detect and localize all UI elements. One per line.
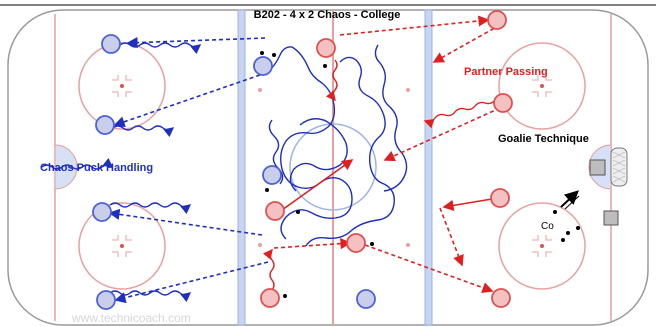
red-skating-lines — [262, 59, 496, 291]
red-players — [260, 10, 513, 308]
rink-boards — [7, 9, 649, 326]
neutral-dot — [406, 243, 410, 247]
player-red — [487, 10, 507, 30]
coach-icon — [560, 190, 579, 208]
center-circle — [289, 123, 377, 211]
goalie-technique-label: Goalie Technique — [498, 133, 589, 145]
goalie-square — [589, 159, 606, 176]
blue-players — [92, 34, 376, 310]
player-blue — [356, 289, 376, 309]
goal-net-icon — [610, 147, 628, 187]
player-blue — [262, 165, 282, 185]
player-red — [491, 288, 511, 308]
player-red — [490, 188, 510, 208]
chaos-puck-handling-label: Chaos Puck Handling — [40, 162, 153, 174]
blue-line-left — [237, 9, 246, 326]
watermark: www.technicoach.com — [71, 311, 191, 325]
player-red — [260, 288, 280, 308]
player-red — [493, 93, 513, 113]
blue-line-right — [424, 9, 433, 326]
player-blue — [95, 115, 115, 135]
neutral-dot — [258, 88, 262, 92]
faceoff-circle-right-top — [498, 42, 586, 130]
player-red — [265, 201, 285, 221]
faceoff-circle-left-bottom — [78, 202, 166, 290]
partner-passing-label: Partner Passing — [464, 66, 548, 78]
coach-label: Co — [541, 221, 554, 232]
neutral-dot — [406, 88, 410, 92]
player-red — [346, 233, 366, 253]
neutral-dot — [258, 243, 262, 247]
puck-icon — [260, 51, 580, 298]
blue-skating-lines — [41, 42, 408, 303]
pylon-square — [603, 210, 619, 226]
player-blue — [101, 34, 121, 54]
red-solid-lines — [281, 159, 499, 211]
red-pass-lines — [273, 15, 501, 293]
faceoff-circle-right-bottom — [498, 202, 586, 290]
diagram-title: B202 - 4 x 2 Chaos - College — [254, 9, 401, 21]
player-blue — [92, 202, 112, 222]
player-red — [316, 38, 336, 58]
player-blue — [253, 56, 273, 76]
player-blue — [96, 290, 116, 310]
blue-pass-lines — [108, 37, 269, 304]
